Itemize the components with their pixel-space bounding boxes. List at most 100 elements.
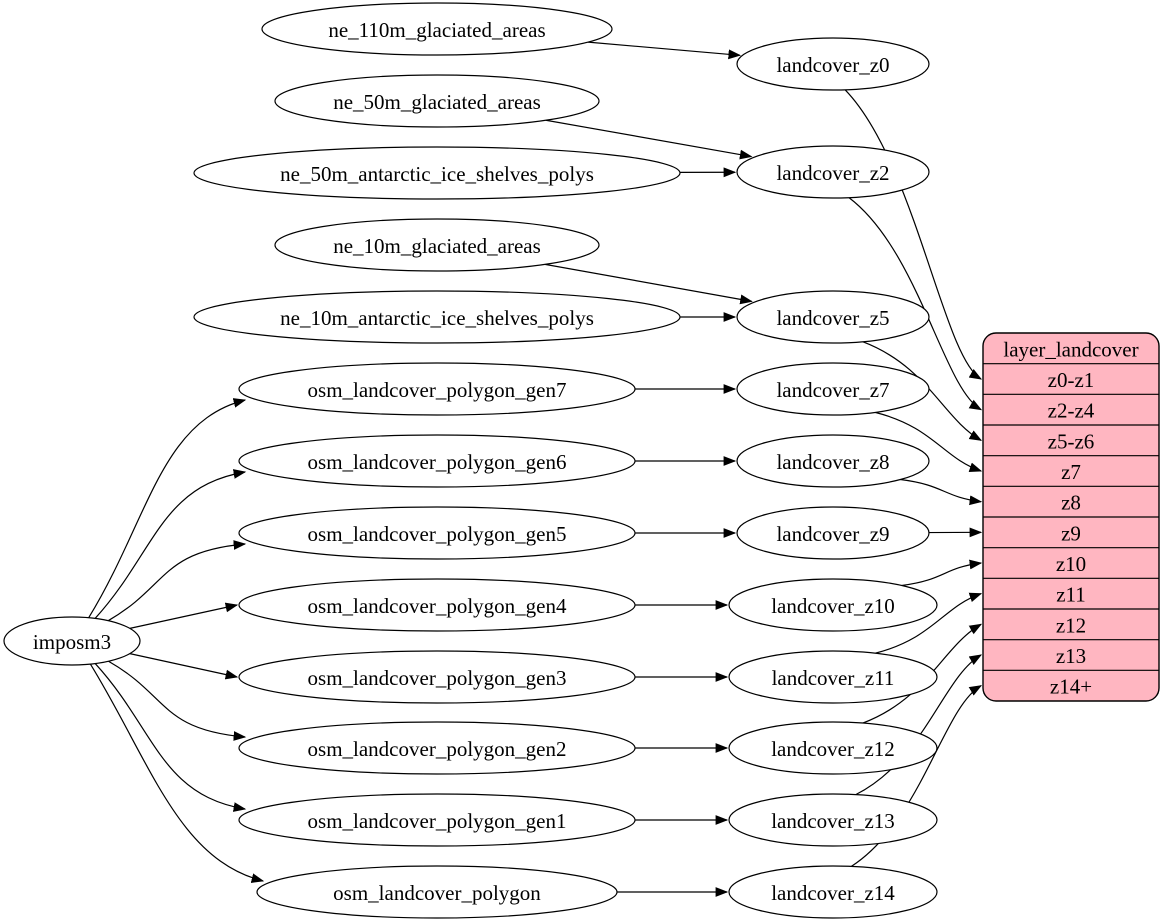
edge-imposm3-to-osm_landcover_polygon_gen6 xyxy=(94,469,247,619)
node-landcover_z11: landcover_z11 xyxy=(728,650,938,704)
record-node-layer_landcover: layer_landcoverz0-z1z2-z4z5-z6z7z8z9z10z… xyxy=(982,332,1160,702)
edge-landcover_z8-to-layer_landcover-z8 xyxy=(900,478,983,506)
node-ellipse-osm_landcover_polygon_gen4 xyxy=(238,578,636,632)
node-ne_50m_antarctic_ice_shelves_polys: ne_50m_antarctic_ice_shelves_polys xyxy=(193,146,681,200)
node-label-landcover_z13: landcover_z13 xyxy=(771,809,895,833)
record-row-label-z7: z7 xyxy=(1061,460,1081,484)
node-ellipse-landcover_z8 xyxy=(736,434,930,488)
node-osm_landcover_polygon_gen2: osm_landcover_polygon_gen2 xyxy=(238,721,636,775)
node-ellipse-landcover_z7 xyxy=(736,362,930,416)
node-landcover_z2: landcover_z2 xyxy=(736,145,930,199)
record-row-label-z5-z6: z5-z6 xyxy=(1048,429,1095,453)
node-landcover_z10: landcover_z10 xyxy=(728,578,938,632)
edge-ne_10m_glaciated_areas-to-landcover_z5 xyxy=(544,263,753,305)
node-ellipse-landcover_z11 xyxy=(728,650,938,704)
record-row-label-z10: z10 xyxy=(1056,552,1086,576)
node-ellipse-ne_10m_glaciated_areas xyxy=(274,218,600,272)
edge-imposm3-to-osm_landcover_polygon_gen4 xyxy=(129,602,239,629)
node-ellipse-ne_110m_glaciated_areas xyxy=(261,2,613,56)
node-landcover_z12: landcover_z12 xyxy=(728,721,938,775)
node-landcover_z8: landcover_z8 xyxy=(736,434,930,488)
record-row-label-z14+: z14+ xyxy=(1050,675,1092,699)
node-osm_landcover_polygon_gen6: osm_landcover_polygon_gen6 xyxy=(238,434,636,488)
node-ellipse-ne_50m_glaciated_areas xyxy=(274,74,600,128)
node-ne_10m_antarctic_ice_shelves_polys: ne_10m_antarctic_ice_shelves_polys xyxy=(193,290,681,344)
node-label-osm_landcover_polygon_gen5: osm_landcover_polygon_gen5 xyxy=(308,522,567,546)
node-ellipse-landcover_z2 xyxy=(736,145,930,199)
node-osm_landcover_polygon_gen7: osm_landcover_polygon_gen7 xyxy=(238,362,636,416)
edge-landcover_z7-to-layer_landcover-z7 xyxy=(875,411,983,472)
node-ellipse-osm_landcover_polygon_gen5 xyxy=(238,506,636,560)
edge-landcover_z0-to-layer_landcover-z0-z1 xyxy=(844,89,983,380)
node-ellipse-imposm3 xyxy=(3,616,141,666)
node-landcover_z9: landcover_z9 xyxy=(736,506,930,560)
node-ellipse-osm_landcover_polygon_gen1 xyxy=(238,793,636,847)
node-ne_10m_glaciated_areas: ne_10m_glaciated_areas xyxy=(274,218,600,272)
node-label-osm_landcover_polygon_gen7: osm_landcover_polygon_gen7 xyxy=(308,378,567,402)
node-ellipse-landcover_z5 xyxy=(736,290,930,344)
node-label-ne_10m_antarctic_ice_shelves_polys: ne_10m_antarctic_ice_shelves_polys xyxy=(280,306,594,330)
edge-imposm3-to-osm_landcover_polygon_gen1 xyxy=(94,663,247,812)
node-ellipse-landcover_z9 xyxy=(736,506,930,560)
node-imposm3: imposm3 xyxy=(3,616,141,666)
node-ellipse-ne_50m_antarctic_ice_shelves_polys xyxy=(193,146,681,200)
node-ellipse-landcover_z10 xyxy=(728,578,938,632)
node-label-landcover_z5: landcover_z5 xyxy=(776,306,889,330)
record-row-label-z0-z1: z0-z1 xyxy=(1048,368,1095,392)
node-ellipse-landcover_z0 xyxy=(736,37,930,91)
node-osm_landcover_polygon: osm_landcover_polygon xyxy=(256,865,618,919)
node-osm_landcover_polygon_gen3: osm_landcover_polygon_gen3 xyxy=(238,650,636,704)
node-label-landcover_z9: landcover_z9 xyxy=(776,522,889,546)
node-label-landcover_z7: landcover_z7 xyxy=(776,378,889,402)
node-ellipse-landcover_z14 xyxy=(728,865,938,919)
node-ellipse-ne_10m_antarctic_ice_shelves_polys xyxy=(193,290,681,344)
node-label-ne_50m_glaciated_areas: ne_50m_glaciated_areas xyxy=(333,90,541,114)
node-ellipse-landcover_z12 xyxy=(728,721,938,775)
node-osm_landcover_polygon_gen5: osm_landcover_polygon_gen5 xyxy=(238,506,636,560)
record-row-label-z11: z11 xyxy=(1056,583,1086,607)
record-row-label-z2-z4: z2-z4 xyxy=(1048,399,1095,423)
node-label-landcover_z10: landcover_z10 xyxy=(771,594,895,618)
record-row-label-z8: z8 xyxy=(1061,491,1081,515)
node-label-osm_landcover_polygon_gen3: osm_landcover_polygon_gen3 xyxy=(308,666,567,690)
node-label-osm_landcover_polygon_gen2: osm_landcover_polygon_gen2 xyxy=(308,737,567,761)
node-label-landcover_z0: landcover_z0 xyxy=(776,53,889,77)
edge-landcover_z14-to-layer_landcover-z14+ xyxy=(851,685,983,867)
edge-imposm3-to-osm_landcover_polygon_gen3 xyxy=(129,653,239,680)
node-label-ne_10m_glaciated_areas: ne_10m_glaciated_areas xyxy=(333,234,541,258)
node-ellipse-osm_landcover_polygon_gen3 xyxy=(238,650,636,704)
node-landcover_z14: landcover_z14 xyxy=(728,865,938,919)
node-ellipse-osm_landcover_polygon xyxy=(256,865,618,919)
node-label-ne_110m_glaciated_areas: ne_110m_glaciated_areas xyxy=(328,18,545,42)
node-ellipse-landcover_z13 xyxy=(728,793,938,847)
node-landcover_z5: landcover_z5 xyxy=(736,290,930,344)
node-landcover_z0: landcover_z0 xyxy=(736,37,930,91)
node-label-landcover_z2: landcover_z2 xyxy=(776,161,889,185)
node-osm_landcover_polygon_gen4: osm_landcover_polygon_gen4 xyxy=(238,578,636,632)
node-ellipse-osm_landcover_polygon_gen2 xyxy=(238,721,636,775)
node-ellipse-osm_landcover_polygon_gen6 xyxy=(238,434,636,488)
edge-landcover_z5-to-layer_landcover-z5-z6 xyxy=(862,341,983,441)
edge-ne_110m_glaciated_areas-to-landcover_z0 xyxy=(588,41,742,60)
edge-landcover_z11-to-layer_landcover-z11 xyxy=(875,592,983,654)
node-label-landcover_z11: landcover_z11 xyxy=(772,666,895,690)
edge-imposm3-to-osm_landcover_polygon xyxy=(89,663,265,883)
node-label-landcover_z14: landcover_z14 xyxy=(771,881,895,905)
record-row-label-z13: z13 xyxy=(1056,644,1086,668)
edge-ne_50m_glaciated_areas-to-landcover_z2 xyxy=(545,119,753,160)
node-ellipse-osm_landcover_polygon_gen7 xyxy=(238,362,636,416)
node-label-osm_landcover_polygon_gen4: osm_landcover_polygon_gen4 xyxy=(308,594,567,618)
node-label-landcover_z8: landcover_z8 xyxy=(776,450,889,474)
node-landcover_z7: landcover_z7 xyxy=(736,362,930,416)
edge-landcover_z13-to-layer_landcover-z13 xyxy=(855,654,983,796)
node-label-landcover_z12: landcover_z12 xyxy=(771,737,895,761)
edge-imposm3-to-osm_landcover_polygon_gen5 xyxy=(107,540,247,622)
node-label-osm_landcover_polygon: osm_landcover_polygon xyxy=(333,881,541,905)
node-landcover_z13: landcover_z13 xyxy=(728,793,938,847)
edge-imposm3-to-osm_landcover_polygon_gen7 xyxy=(88,398,247,619)
edge-layer xyxy=(88,41,983,897)
edge-imposm3-to-osm_landcover_polygon_gen2 xyxy=(108,660,247,741)
node-label-osm_landcover_polygon_gen6: osm_landcover_polygon_gen6 xyxy=(308,450,567,474)
